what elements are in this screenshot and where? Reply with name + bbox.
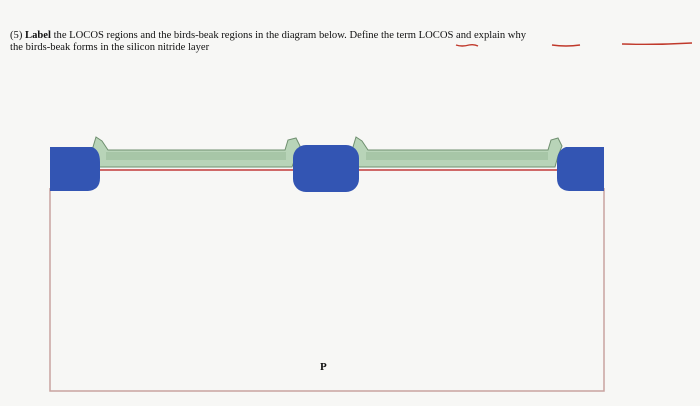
explain-underline [621, 42, 693, 46]
locos-word: LOCOS [418, 30, 454, 41]
handwritten-annotations [455, 42, 693, 47]
nitride-hatch-left [106, 152, 286, 160]
define-word: Define [349, 30, 379, 41]
substrate-label: P [320, 361, 327, 373]
substrate-outline [49, 188, 605, 392]
define-underline [455, 43, 479, 47]
question-text-part-1: the LOCOS regions and the birds-beak reg… [53, 30, 347, 41]
locos-underline [551, 44, 581, 47]
silicon-nitride-left [92, 136, 301, 168]
nitride-hatch-right [366, 152, 548, 160]
question-text: (5) Label the LOCOS regions and the bird… [10, 30, 700, 54]
field-oxide-left [50, 147, 100, 191]
question-line-2: the birds-beak forms in the silicon nitr… [10, 42, 210, 53]
explain-why-words: explain why [473, 30, 527, 41]
question-line-1: (5) Label the LOCOS regions and the bird… [10, 30, 700, 42]
question-number: (5) [10, 30, 23, 41]
field-oxide-center [293, 145, 359, 192]
label-word: Label [25, 30, 51, 41]
question-text-part-2: the term [380, 30, 416, 41]
p-substrate [49, 188, 605, 392]
silicon-nitride-right [352, 136, 563, 168]
field-oxide-right [557, 147, 604, 191]
field-oxide-regions [50, 145, 604, 192]
question-text-part-3: and [456, 30, 472, 41]
